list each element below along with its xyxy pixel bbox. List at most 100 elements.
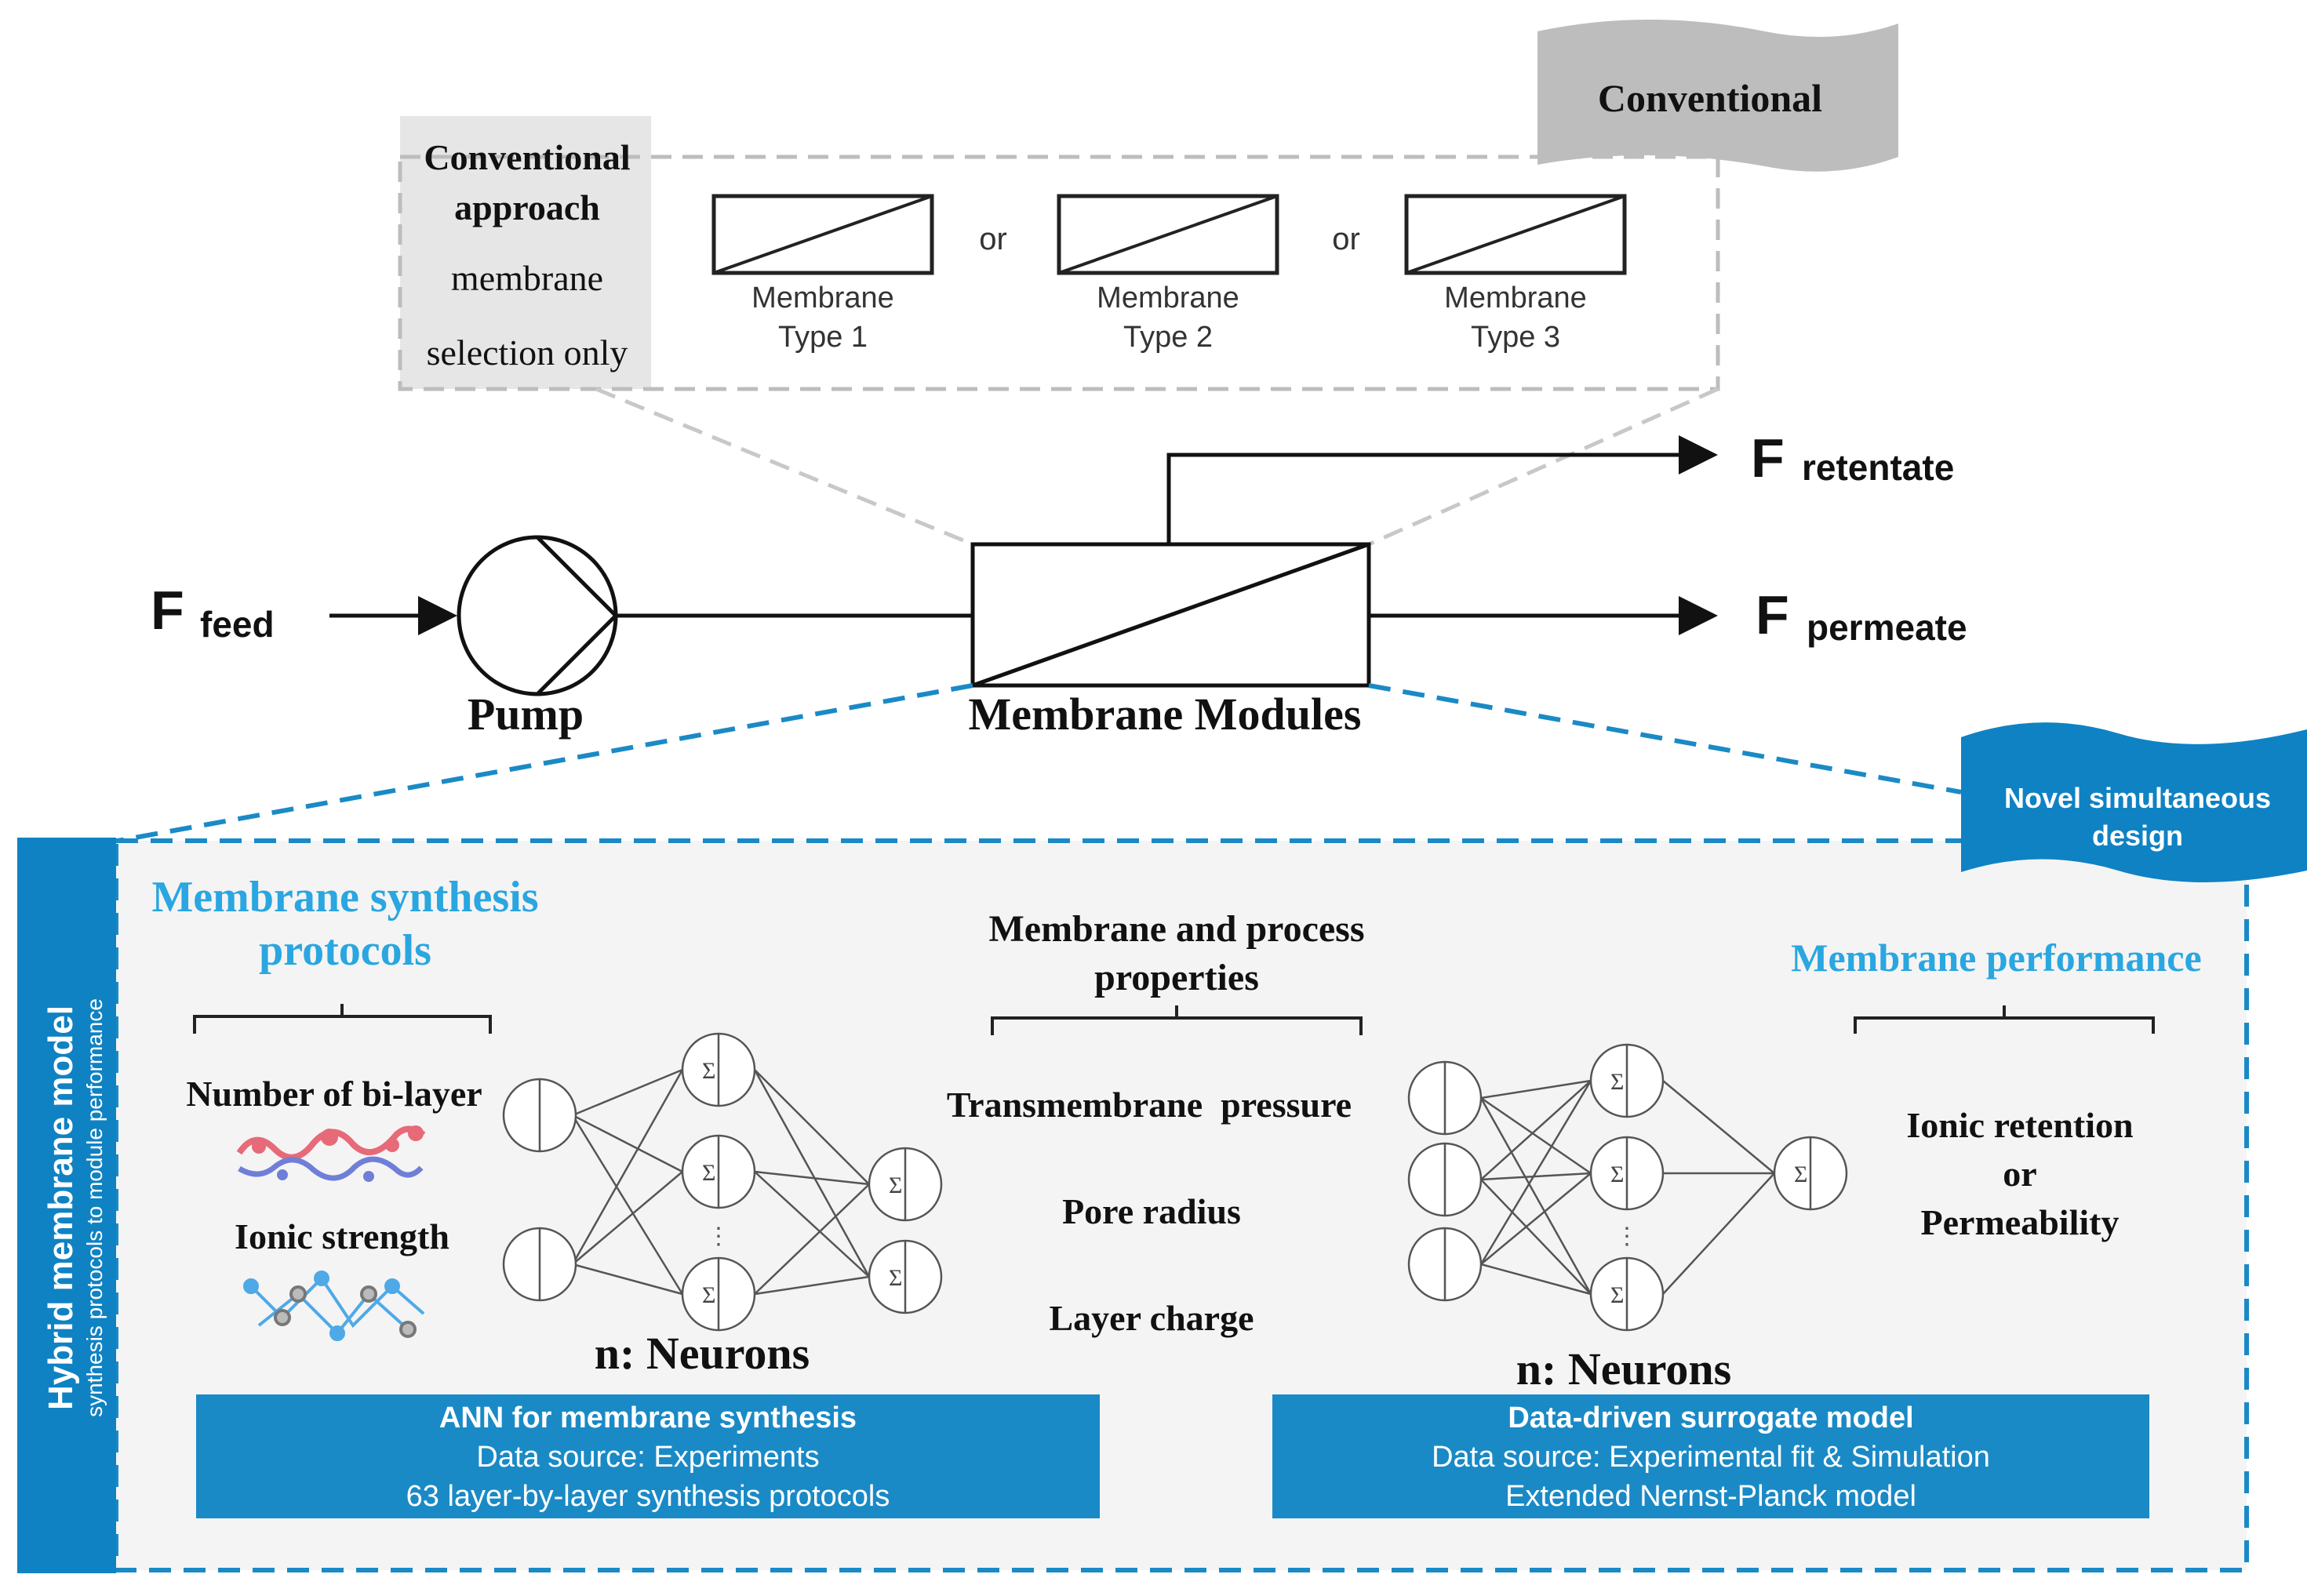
- conventional-panel: Conventional approach membrane selection…: [398, 20, 1898, 547]
- property-pore-radius: Pore radius: [1062, 1191, 1241, 1231]
- membrane-type-3-line-1: Membrane: [1444, 282, 1587, 314]
- or-label-1: or: [979, 222, 1007, 256]
- ann-box-line-2: 63 layer-by-layer synthesis protocols: [406, 1480, 890, 1513]
- ann-synthesis-box-bg: [196, 1394, 1100, 1518]
- membrane-type-2-line-2: Type 2: [1123, 321, 1213, 354]
- conventional-approach-line-2: approach: [454, 187, 600, 227]
- hybrid-model-sidebar: [17, 838, 116, 1573]
- conventional-approach-line-4: selection only: [427, 333, 628, 373]
- surrogate-box-title: Data-driven surrogate model: [1508, 1401, 1913, 1434]
- permeate-label-sub: permeate: [1807, 607, 1967, 648]
- hybrid-model-title: Hybrid membrane model: [42, 1005, 80, 1410]
- svg-text:Σ: Σ: [702, 1058, 715, 1084]
- synthesis-item-bilayer: Number of bi-layer: [186, 1074, 482, 1114]
- conventional-approach-line-1: Conventional: [424, 137, 630, 177]
- or-label-2: or: [1332, 222, 1360, 256]
- zoom-line-right: [1367, 387, 1719, 547]
- performance-item-or: or: [2003, 1154, 2036, 1194]
- conventional-approach-line-3: membrane: [451, 258, 603, 298]
- permeate-label-main: F: [1756, 584, 1789, 645]
- bilayer-molecule-icon: [236, 1125, 426, 1182]
- membrane-type-1-line-2: Type 1: [778, 321, 868, 354]
- svg-text:Σ: Σ: [1610, 1069, 1624, 1095]
- property-transmembrane-pressure: Transmembrane pressure: [947, 1085, 1352, 1125]
- novel-banner-shape: [1961, 722, 2307, 882]
- synthesis-title-line-1: Membrane synthesis: [151, 873, 538, 922]
- novel-banner: Novel simultaneous design: [1961, 722, 2307, 882]
- svg-text:Σ: Σ: [702, 1282, 715, 1308]
- retentate-label: F retentate: [1751, 427, 1954, 489]
- zoom-line-left: [595, 387, 973, 547]
- ann-box-line-1: Data source: Experiments: [476, 1441, 819, 1474]
- pump-body: [457, 535, 618, 696]
- ann-network-surrogate: ⋮ Σ Σ Σ Σ: [1407, 1043, 1848, 1332]
- membrane-type-2-icon: [1057, 194, 1279, 275]
- novel-banner-line-1: Novel simultaneous: [2004, 782, 2271, 814]
- property-layer-charge: Layer charge: [1049, 1298, 1254, 1338]
- ann-synthesis-box: ANN for membrane synthesis Data source: …: [196, 1394, 1100, 1518]
- membrane-type-2-diagonal: [1058, 195, 1278, 274]
- novel-panel: Hybrid membrane model synthesis protocol…: [17, 722, 2307, 1573]
- membrane-type-2: Membrane Type 2: [1057, 194, 1279, 354]
- ionic-network-icon: [243, 1271, 425, 1341]
- svg-text:Σ: Σ: [702, 1160, 715, 1186]
- ann2-dots: ⋮: [1615, 1223, 1639, 1249]
- surrogate-box-line-2: Extended Nernst-Planck model: [1505, 1480, 1916, 1513]
- surrogate-model-box: Data-driven surrogate model Data source:…: [1272, 1394, 2149, 1518]
- blue-zoom-line-right: [1368, 683, 1962, 794]
- conventional-approach-text: Conventional approach membrane selection…: [424, 137, 630, 373]
- membrane-type-3-icon: [1404, 194, 1627, 275]
- retentate-label-main: F: [1751, 427, 1785, 489]
- surrogate-model-box-bg: [1272, 1394, 2149, 1518]
- novel-banner-line-2: design: [2092, 820, 2183, 852]
- pump-icon: [457, 535, 619, 696]
- hybrid-model-subtitle: synthesis protocols to module performanc…: [82, 998, 107, 1417]
- ann1-neurons-label: n: Neurons: [595, 1328, 810, 1379]
- membrane-module-icon: [970, 542, 1371, 688]
- feed-label-sub: feed: [200, 604, 275, 645]
- process-flowsheet: F feed Pump Membrane Modules F retentate…: [117, 427, 1967, 843]
- svg-text:Σ: Σ: [889, 1172, 902, 1198]
- conventional-banner-label: Conventional: [1598, 76, 1822, 120]
- conventional-banner: Conventional: [1537, 20, 1898, 172]
- retentate-line: [1166, 435, 1718, 544]
- svg-text:Σ: Σ: [1794, 1162, 1807, 1187]
- svg-text:Σ: Σ: [1610, 1282, 1624, 1308]
- ann-network-synthesis: ⋮ Σ Σ Σ Σ Σ: [502, 1032, 943, 1332]
- synthesis-bracket: [193, 1004, 492, 1034]
- synthesis-item-ionic-strength: Ionic strength: [235, 1216, 449, 1256]
- conventional-banner-shape: [1537, 20, 1898, 172]
- svg-text:Σ: Σ: [889, 1265, 902, 1291]
- performance-bracket: [1854, 1005, 2155, 1034]
- membrane-type-2-line-1: Membrane: [1097, 282, 1239, 314]
- properties-title-line-2: properties: [1094, 957, 1259, 998]
- synthesis-title-line-2: protocols: [259, 926, 431, 975]
- membrane-type-1-icon: [711, 194, 934, 275]
- ann2-neurons-label: n: Neurons: [1516, 1343, 1731, 1394]
- performance-title: Membrane performance: [1791, 936, 2201, 980]
- permeate-label: F permeate: [1756, 584, 1967, 648]
- membrane-type-1-diagonal: [713, 195, 933, 274]
- ann1-dots: ⋮: [707, 1223, 730, 1249]
- blue-zoom-line-left: [117, 683, 973, 843]
- membrane-type-3-line-2: Type 3: [1471, 321, 1560, 354]
- conventional-approach-box: [400, 116, 651, 389]
- retentate-label-sub: retentate: [1802, 447, 1954, 488]
- membrane-modules-label: Membrane Modules: [969, 689, 1362, 740]
- membrane-type-1-line-1: Membrane: [751, 282, 894, 314]
- performance-item-retention: Ionic retention: [1906, 1105, 2133, 1145]
- svg-text:Σ: Σ: [1610, 1162, 1624, 1187]
- pump-label: Pump: [468, 689, 584, 740]
- conventional-dashed-frame: [398, 155, 1720, 391]
- surrogate-box-line-1: Data source: Experimental fit & Simulati…: [1432, 1441, 1990, 1474]
- properties-title-line-1: Membrane and process: [988, 908, 1364, 950]
- feed-label-main: F: [151, 580, 184, 641]
- performance-item-permeability: Permeability: [1921, 1202, 2120, 1242]
- membrane-type-3: Membrane Type 3: [1404, 194, 1627, 354]
- properties-bracket: [991, 1005, 1363, 1035]
- membrane-type-1: Membrane Type 1: [711, 194, 934, 354]
- membrane-module-diagonal: [972, 542, 1370, 688]
- membrane-type-3-diagonal: [1406, 195, 1625, 274]
- ann-box-title: ANN for membrane synthesis: [439, 1401, 857, 1434]
